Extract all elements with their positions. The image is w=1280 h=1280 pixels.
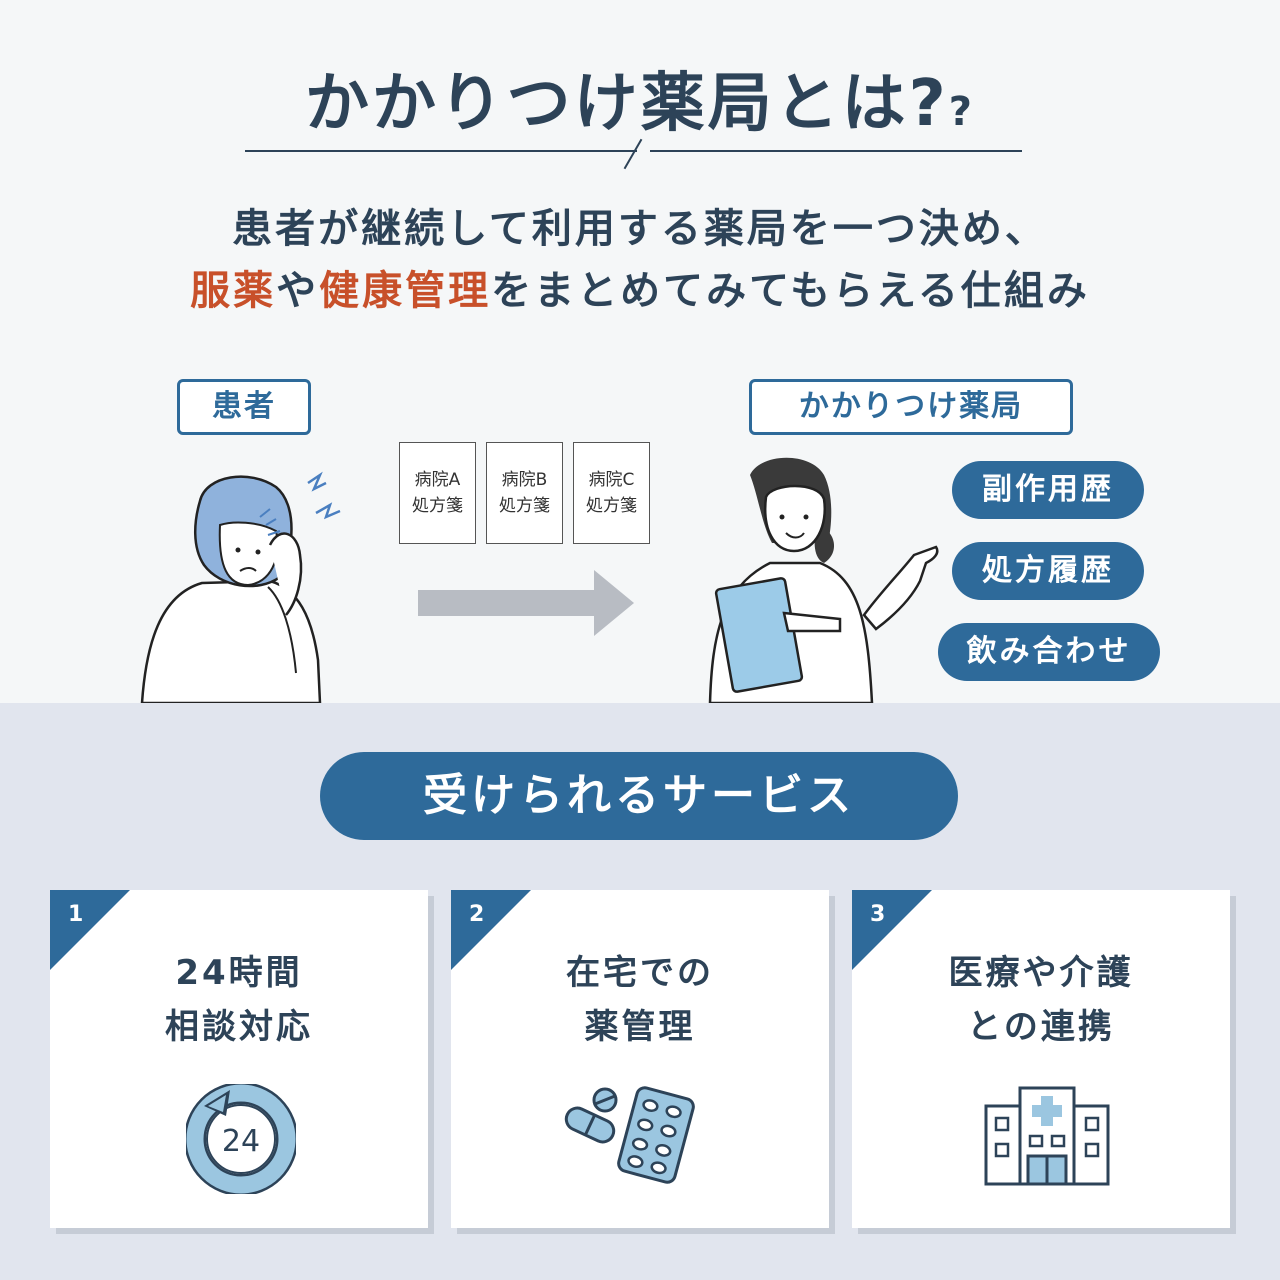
lead-line-2: 服薬や健康管理をまとめてみてもらえる仕組み	[190, 268, 1090, 314]
card-title: 在宅での薬管理	[566, 953, 714, 1047]
card-number: 2	[469, 902, 485, 927]
card-corner	[852, 890, 932, 970]
clock-24-label: 24	[222, 1124, 260, 1159]
card-corner	[451, 890, 531, 970]
arrow-right-icon	[418, 570, 634, 636]
pills-icon	[564, 1086, 695, 1184]
pharmacy-label: かかりつけ薬局	[749, 379, 1073, 435]
card-title: 24時間相談対応	[165, 953, 313, 1047]
patient-illustration	[140, 471, 341, 703]
lead-line-1: 患者が継続して利用する薬局を一つ決め、	[232, 206, 1048, 252]
service-card-3: 3 医療や介護との連携	[852, 890, 1230, 1228]
patient-label: 患者	[177, 379, 311, 435]
card-number: 1	[68, 902, 84, 927]
page-title: かかりつけ薬局とは??	[305, 67, 975, 141]
record-interactions: 飲み合わせ	[938, 623, 1160, 681]
title-rule-right	[650, 150, 1022, 152]
record-prescription-history: 処方履歴	[952, 542, 1144, 600]
clock-24-icon: 24	[186, 1084, 296, 1194]
title-rule-left	[245, 150, 637, 152]
card-corner	[50, 890, 130, 970]
hospital-icon	[984, 1086, 1110, 1186]
record-side-effects: 副作用歴	[952, 461, 1144, 519]
pharmacist-illustration	[708, 457, 939, 703]
services-heading: 受けられるサービス	[320, 752, 958, 840]
card-title: 医療や介護との連携	[948, 953, 1134, 1047]
service-card-2: 2 在宅での薬管理	[451, 890, 829, 1228]
card-number: 3	[870, 902, 886, 927]
service-card-1: 1 24時間相談対応 24	[50, 890, 428, 1228]
